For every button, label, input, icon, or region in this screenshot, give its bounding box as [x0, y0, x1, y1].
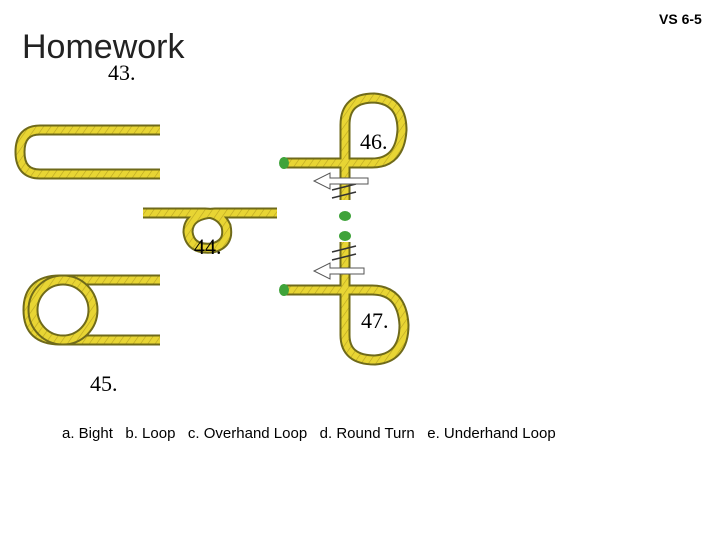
- page-title: Homework: [22, 28, 185, 66]
- arrow-left-icon: [312, 262, 365, 280]
- figure-label-45: 45.: [90, 371, 118, 396]
- rope-underhand-loop: [279, 231, 410, 366]
- rope-bight: [14, 124, 160, 180]
- rope-loop: [143, 207, 277, 254]
- arrow-left-icon: [312, 172, 369, 190]
- rope-end-icon: [279, 157, 289, 169]
- rope-overhand-loop: [279, 92, 408, 221]
- figure-label-44: 44.: [194, 234, 222, 259]
- slide-code: VS 6-5: [659, 11, 702, 27]
- figure-label-43: 43.: [108, 60, 136, 85]
- rope-round-turn: [22, 274, 160, 346]
- answer-choices: a. Bight b. Loop c. Overhand Loop d. Rou…: [62, 425, 556, 442]
- figure-label-47: 47.: [361, 308, 389, 333]
- figure-label-46: 46.: [360, 129, 388, 154]
